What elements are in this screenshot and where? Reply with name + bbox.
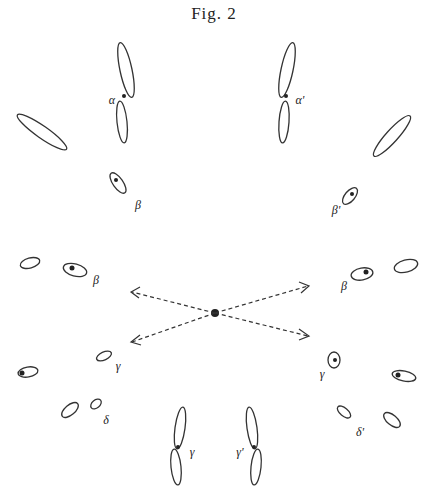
- specimen-letter: β: [93, 274, 99, 286]
- specimen-letter: γ': [236, 446, 243, 458]
- specimen-letter: γ: [190, 446, 195, 458]
- specimen-letter: δ: [103, 414, 109, 426]
- specimen-letter: β': [332, 204, 341, 216]
- figure-title: Fig. 2: [191, 4, 237, 24]
- specimen-letter: α: [109, 94, 115, 106]
- specimen-letter: δ': [356, 426, 364, 438]
- specimen-letter: β: [135, 199, 141, 211]
- specimen-letter: β: [341, 280, 347, 292]
- specimen-letter: γ: [116, 360, 121, 372]
- specimen-letter: γ: [320, 368, 325, 380]
- specimen-letter: α': [296, 94, 305, 106]
